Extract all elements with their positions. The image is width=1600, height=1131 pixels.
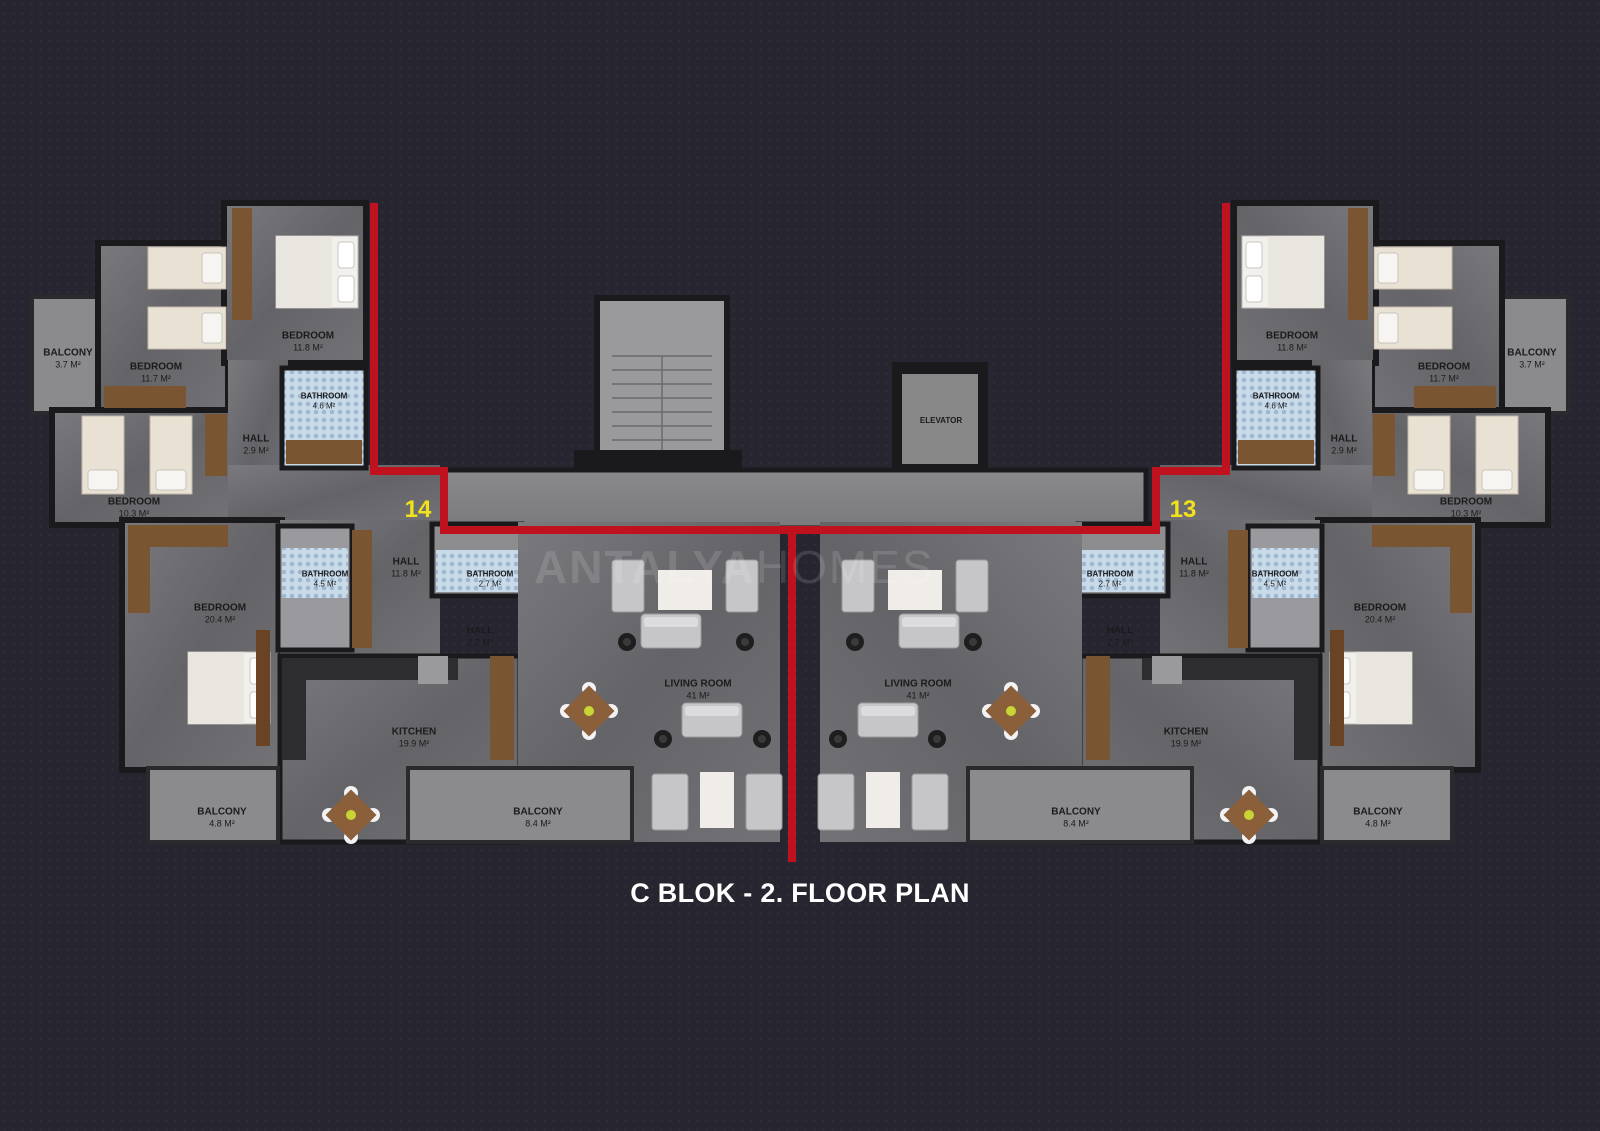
party-walls	[370, 203, 1230, 862]
corridor	[439, 467, 1149, 531]
unit-number-13: 13	[1169, 496, 1197, 523]
elevator-label: ELEVATOR	[919, 416, 963, 426]
plan-title: C BLOK - 2. FLOOR PLAN	[630, 878, 970, 908]
watermark-logo: ANTALYAHOMES	[534, 541, 935, 593]
unit-number-14: 14	[404, 496, 432, 523]
